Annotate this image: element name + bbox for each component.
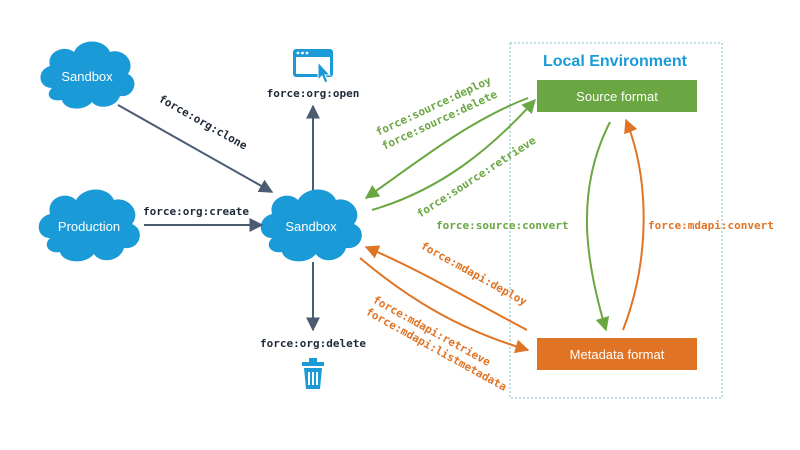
- source-convert-command: force:source:convert: [436, 219, 568, 232]
- source-deploy-arrow: [371, 98, 536, 211]
- mdapi-convert-command: force:mdapi:convert: [648, 219, 774, 232]
- source-format-label: Source format: [576, 89, 658, 104]
- production-cloud: Production: [38, 189, 140, 262]
- local-environment-container: [509, 42, 723, 399]
- browser-window-icon: [293, 49, 333, 84]
- metadata-format-label: Metadata format: [570, 347, 665, 362]
- mdapi-deploy-arrow: [364, 245, 528, 331]
- mdapi-listmetadata-command: force:mdapi:listmetadata: [364, 305, 509, 393]
- mdapi-retrieve-arrow: [359, 257, 530, 354]
- local-environment-title: Local Environment: [543, 53, 688, 70]
- org-open-command: force:org:open: [267, 87, 360, 100]
- metadata-format-box: [537, 338, 697, 370]
- org-delete-command: force:org:delete: [260, 337, 366, 350]
- mdapi-deploy-command: force:mdapi:deploy: [419, 239, 530, 308]
- mdapi-convert-arrow: [622, 118, 645, 331]
- trash-icon: [302, 358, 324, 389]
- sandbox-center-label: Sandbox: [285, 219, 337, 234]
- org-clone-command: force:org:clone: [157, 92, 250, 152]
- source-retrieve-arrow: [364, 97, 529, 199]
- org-create-command: force:org:create: [143, 205, 249, 218]
- sandbox-top-label: Sandbox: [61, 69, 113, 84]
- sandbox-cloud-center: Sandbox: [260, 189, 362, 262]
- source-format-box: [537, 80, 697, 112]
- org-clone-arrow: [117, 104, 274, 193]
- production-label: Production: [58, 219, 120, 234]
- sandbox-cloud-top: Sandbox: [40, 41, 135, 109]
- source-retrieve-command: force:source:retrieve: [415, 134, 539, 221]
- source-convert-arrow: [585, 121, 611, 332]
